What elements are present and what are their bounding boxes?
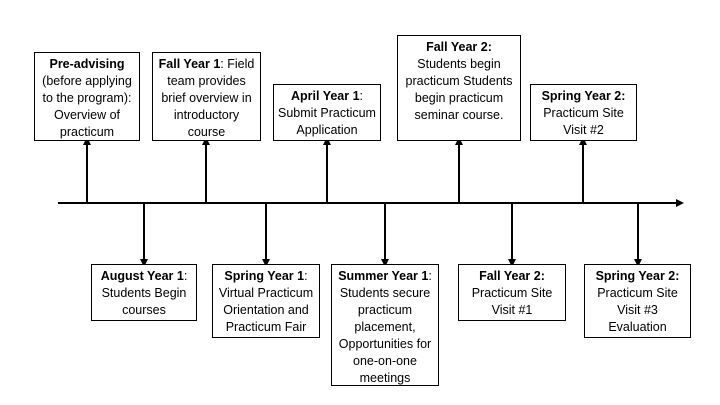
event-box-fall-year-1: Fall Year 1: Field team provides brief o… [152, 52, 261, 141]
event-heading: April Year 1 [290, 89, 360, 103]
event-heading: August Year 1 [100, 269, 184, 283]
event-text: : Field team provides brief overview in … [161, 57, 255, 139]
event-text: : Virtual Practicum Orientation and Prac… [218, 269, 314, 334]
event-box-august-year-1: August Year 1: Students Begin courses [91, 264, 197, 321]
event-text: : Submit Practicum Application [278, 89, 376, 137]
event-text: Practicum Site Visit #2 [543, 106, 624, 137]
event-heading: Spring Year 1 [224, 269, 305, 283]
event-box-fall-year-2-bottom: Fall Year 2: Practicum Site Visit #1 [458, 264, 566, 321]
event-heading: Summer Year 1 [338, 269, 429, 283]
event-box-summer-year-1: Summer Year 1: Students secure practicum… [331, 264, 439, 386]
event-box-spring-year-2-bottom: Spring Year 2: Practicum Site Visit #3 E… [584, 264, 691, 338]
event-text: : Students secure practicum placement, O… [338, 269, 432, 385]
event-heading: Fall Year 2: [426, 40, 492, 54]
event-text: (before applying to the program): Overvi… [42, 74, 132, 139]
event-text: Students begin practicum Students begin … [405, 57, 513, 122]
event-heading: Pre-advising [49, 57, 125, 71]
event-text: Practicum Site Visit #1 [471, 286, 553, 317]
event-heading: Spring Year 2: [595, 269, 680, 283]
event-box-spring-year-1: Spring Year 1: Virtual Practicum Orienta… [212, 264, 320, 338]
event-heading: Fall Year 1 [158, 57, 221, 71]
event-box-spring-year-2-top: Spring Year 2: Practicum Site Visit #2 [530, 84, 637, 141]
event-box-april-year-1: April Year 1: Submit Practicum Applicati… [273, 84, 381, 141]
event-text: Practicum Site Visit #3 Evaluation [597, 286, 678, 334]
event-box-fall-year-2-top: Fall Year 2: Students begin practicum St… [397, 35, 521, 141]
event-box-pre-advising: Pre-advising (before applying to the pro… [34, 52, 140, 141]
event-heading: Spring Year 2: [541, 89, 626, 103]
event-heading: Fall Year 2: [479, 269, 545, 283]
event-text: : Students Begin courses [101, 269, 188, 317]
